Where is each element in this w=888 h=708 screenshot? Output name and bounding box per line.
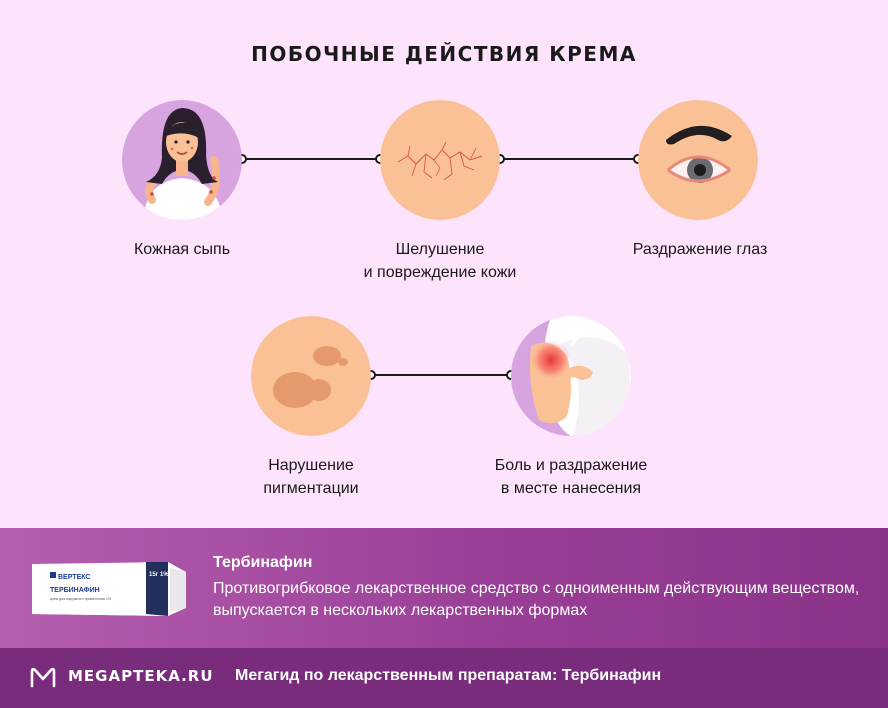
effect-label-eye: Раздражение глаз [632,241,768,258]
cracked-skin-icon [380,100,500,220]
tube-percent: 1% [160,572,169,578]
tube-weight: 15г [149,572,159,578]
pigment-spots-icon [251,316,371,436]
application-pain-icon [511,316,631,436]
page-title: ПОБОЧНЫЕ ДЕЙСТВИЯ КРЕМА [251,42,637,66]
tube-subtitle: крем для наружного применения 1% [50,597,112,601]
tube-brand: ВЕРТЕКС [58,574,90,581]
product-tube-image: ВЕРТЕКС ТЕРБИНАФИН крем для наружного пр… [28,558,188,625]
footer: MEGAPTEKA.RU Мегагид по лекарственным пр… [0,648,888,708]
effect-label-peeling: Шелушение и повреждение кожи [363,241,517,281]
footer-guide-text[interactable]: Мегагид по лекарственным препаратам: Тер… [235,667,662,684]
product-description: Противогрибковое лекарственное средство … [213,580,860,619]
connector-line [371,374,511,376]
connector-line [242,158,380,160]
product-section: ВЕРТЕКС ТЕРБИНАФИН крем для наружного пр… [0,528,888,648]
effect-label-pigment: Нарушение пигментации [263,457,359,497]
megapteka-logo-icon [30,667,56,694]
effect-label-pain: Боль и раздражение в месте нанесения [494,457,648,497]
product-name: Тербинафин [213,554,313,571]
tube-name: ТЕРБИНАФИН [50,587,100,594]
connector-line [500,158,638,160]
woman-rash-icon [122,100,242,220]
irritated-eye-icon [638,100,758,220]
effect-label-rash: Кожная сыпь [133,241,231,258]
logo-text[interactable]: MEGAPTEKA.RU [68,667,214,685]
